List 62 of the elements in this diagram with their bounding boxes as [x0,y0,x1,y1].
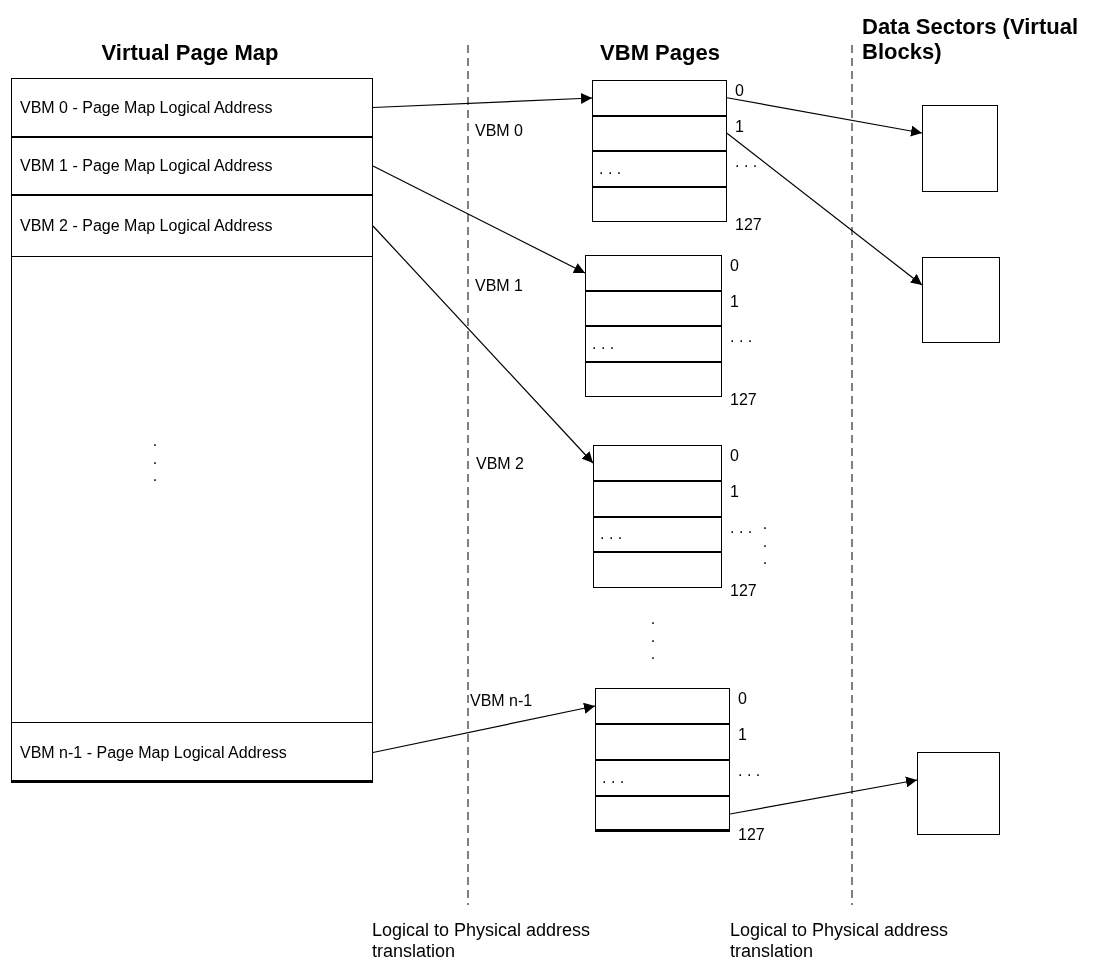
row-number: 1 [738,726,747,744]
row-text: . . . [592,334,615,353]
row-number: . . . [730,518,753,537]
table-row [592,151,727,187]
row-text: VBM n-1 - Page Map Logical Address [20,743,287,762]
vbm-page-table [592,80,727,222]
table-label: VBM 2 [476,455,525,474]
table-row [593,480,722,517]
arrow [372,225,594,464]
row-text: VBM 1 - Page Map Logical Address [20,157,273,175]
row-number: 127 [738,826,765,844]
row-text: . . . [602,769,625,787]
arrow [726,97,923,137]
translation-note: Logical to Physical address translation [372,920,592,962]
data-sector-box [922,105,998,192]
arrow [372,702,596,754]
table-row [595,760,730,796]
row-text: . . . [599,159,622,178]
row-number: 127 [730,391,757,409]
vbm-page-table [593,445,722,588]
column-heading: Virtual Page Map [100,40,280,66]
table-label: VBM n-1 [470,692,534,711]
arrow [726,132,923,286]
table-row [595,796,730,832]
row-text: VBM 2 - Page Map Logical Address [20,217,273,235]
row-number: 0 [730,257,739,275]
row-text: . . . [600,525,623,544]
arrow [372,93,593,109]
row-text: VBM 0 - Page Map Logical Address [20,98,273,117]
ellipsis: . . . [762,515,768,568]
column-heading: Data Sectors (Virtual Blocks) [862,14,1079,65]
ellipsis: . . . [152,432,158,485]
table-label: VBM 1 [475,277,524,296]
vbm-page-table [595,688,730,832]
ellipsis: . . . [650,610,656,663]
row-number: 1 [735,117,744,136]
column-heading: VBM Pages [599,40,721,66]
row-number: 127 [730,582,757,600]
table-row [11,195,373,257]
table-row [595,724,730,760]
row-number: 0 [735,82,744,100]
page-map-table [11,78,373,783]
row-number: . . . [738,762,761,780]
data-sector-box [917,752,1000,835]
row-number: 0 [738,690,747,708]
data-sector-box [922,257,1000,343]
table-row [593,516,722,553]
table-label: VBM 0 [475,122,524,141]
table-row [11,137,373,195]
vbm-page-table [585,255,722,397]
arrow [372,165,586,274]
table-row [585,290,722,326]
translation-note: Logical to Physical address translation [730,920,950,962]
arrow [729,776,918,815]
row-number: 0 [730,447,739,465]
row-number: . . . [735,153,758,171]
table-row [592,115,727,151]
row-number: 1 [730,292,739,311]
table-row [585,326,722,362]
row-number: 1 [730,482,739,501]
row-number: 127 [735,216,762,234]
row-number: . . . [730,328,753,346]
